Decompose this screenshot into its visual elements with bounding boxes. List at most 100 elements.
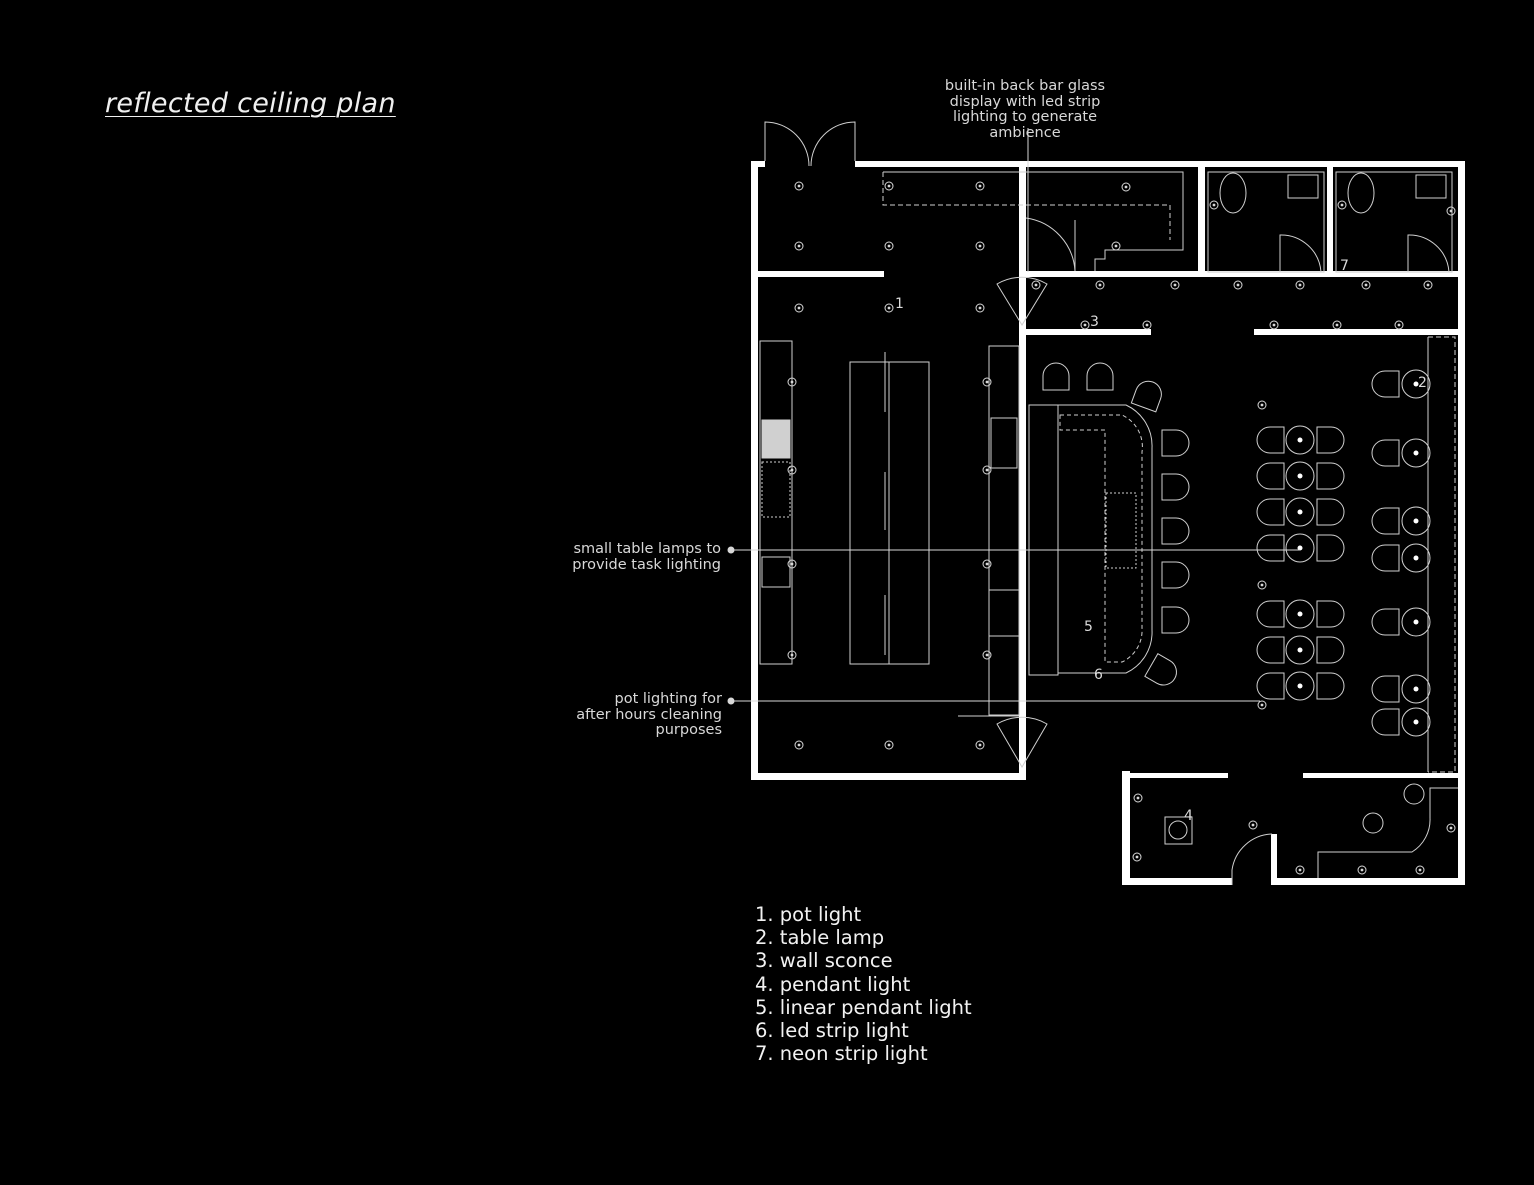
pot-light-icon: [884, 303, 894, 313]
plan-tag: 6: [1094, 667, 1103, 683]
chair-icon: [1316, 462, 1345, 490]
pot-light-icon: [982, 650, 992, 660]
pot-light-icon: [794, 740, 804, 750]
pot-light-icon: [787, 465, 797, 475]
pot-light-icon: [787, 650, 797, 660]
chair-icon: [1161, 517, 1190, 545]
chair-icon: [1371, 544, 1400, 572]
legend-item: 1. pot light: [755, 903, 862, 926]
table-lamp-icon: [1401, 506, 1431, 536]
pot-light-icon: [975, 181, 985, 191]
table-lamp-icon: [1285, 635, 1315, 665]
chair-icon: [1256, 498, 1285, 526]
callout-line: lighting to generate: [952, 109, 1098, 125]
page-title: reflected ceiling plan: [105, 88, 396, 119]
chair-icon: [1316, 636, 1345, 664]
pot-light-icon: [1332, 320, 1342, 330]
callout-line: display with led strip: [949, 93, 1101, 110]
table-lamp-icon: [1285, 671, 1315, 701]
table-lamp-icon: [1401, 707, 1431, 737]
pot-light-icon: [1257, 700, 1267, 710]
pot-light-icon: [1248, 820, 1258, 830]
chair-icon: [1371, 370, 1400, 398]
legend-item: 5. linear pendant light: [755, 995, 972, 1019]
chair-icon: [1256, 672, 1285, 700]
pot-light-icon: [1257, 400, 1267, 410]
legend-item: 4. pendant light: [755, 972, 911, 996]
legend: 1. pot light 2. table lamp 3. wall sconc…: [755, 903, 972, 1065]
chair-icon: [1316, 534, 1345, 562]
callout-line: purposes: [655, 722, 722, 738]
pot-light-icon: [1233, 280, 1243, 290]
plan-tag: 5: [1084, 619, 1093, 635]
chair-icon: [1316, 672, 1345, 700]
pot-lights: [787, 181, 1456, 875]
callout-table-lamps: small table lamps to provide task lighti…: [521, 541, 721, 573]
chair-icon: [1256, 534, 1285, 562]
table-lamp-icon: [1401, 438, 1431, 468]
callout-line: pot lighting for: [614, 691, 722, 707]
pot-light-icon: [1357, 865, 1367, 875]
chair-icon: [1371, 708, 1400, 736]
plan-tag: 3: [1090, 314, 1099, 330]
plan-tag: 4: [1184, 808, 1193, 824]
chair-icon: [1371, 608, 1400, 636]
chair-icon: [1371, 507, 1400, 535]
chair-icon: [1256, 636, 1285, 664]
pot-light-icon: [1132, 852, 1142, 862]
pot-light-icon: [1446, 206, 1456, 216]
chair-icon: [1161, 561, 1190, 589]
table-lamp-icon: [1285, 425, 1315, 455]
callout-pot-lighting: pot lighting for after hours cleaning pu…: [522, 691, 722, 739]
chair-icon: [1316, 426, 1345, 454]
pot-light-icon: [975, 303, 985, 313]
pot-light-icon: [1121, 182, 1131, 192]
pot-light-icon: [1257, 580, 1267, 590]
pot-light-icon: [1080, 320, 1090, 330]
pot-light-icon: [794, 181, 804, 191]
plan-tags: 1 2 3 4 5 6 7: [895, 258, 1427, 824]
walls: [751, 161, 1465, 885]
legend-item: 3. wall sconce: [755, 949, 893, 973]
table-lamp-icon: [1285, 533, 1315, 563]
fixtures: [759, 121, 1458, 885]
chair-icon: [1042, 362, 1070, 391]
pot-light-icon: [884, 740, 894, 750]
pot-light-icon: [1133, 793, 1143, 803]
pot-light-icon: [1111, 241, 1121, 251]
chair-icon: [1144, 653, 1177, 686]
pot-light-icon: [1170, 280, 1180, 290]
table-lamp-icon: [1401, 543, 1431, 573]
pot-light-icon: [1295, 280, 1305, 290]
callout-line: after hours cleaning: [576, 706, 722, 723]
table-lamp-icon: [1401, 607, 1431, 637]
chair-icon: [1256, 426, 1285, 454]
pot-light-icon: [1394, 320, 1404, 330]
callout-line: small table lamps to: [573, 541, 721, 557]
pot-light-icon: [884, 181, 894, 191]
pot-light-icon: [1269, 320, 1279, 330]
pot-light-icon: [982, 559, 992, 569]
legend-item: 6. led strip light: [755, 1019, 909, 1043]
pot-light-icon: [1209, 200, 1219, 210]
pot-light-icon: [1415, 865, 1425, 875]
chair-icon: [1316, 600, 1345, 628]
legend-item: 7. neon strip light: [755, 1042, 928, 1066]
pot-light-icon: [1361, 280, 1371, 290]
chair-icon: [1161, 473, 1190, 501]
table-lamp-icon: [1285, 497, 1315, 527]
chair-icon: [1086, 362, 1114, 391]
pot-light-icon: [1337, 200, 1347, 210]
chair-icon: [1371, 439, 1400, 467]
plan-tag: 1: [895, 296, 904, 312]
leader-lines: [727, 128, 1300, 705]
pot-light-icon: [787, 559, 797, 569]
table-lamp-icon: [1401, 369, 1431, 399]
chair-icon: [1371, 675, 1400, 703]
chair-icon: [1130, 380, 1162, 413]
callout-back-bar: built-in back bar glass display with led…: [920, 78, 1130, 141]
plan-tag: 7: [1340, 258, 1349, 274]
chair-icon: [1161, 606, 1190, 634]
pot-light-icon: [1295, 865, 1305, 875]
